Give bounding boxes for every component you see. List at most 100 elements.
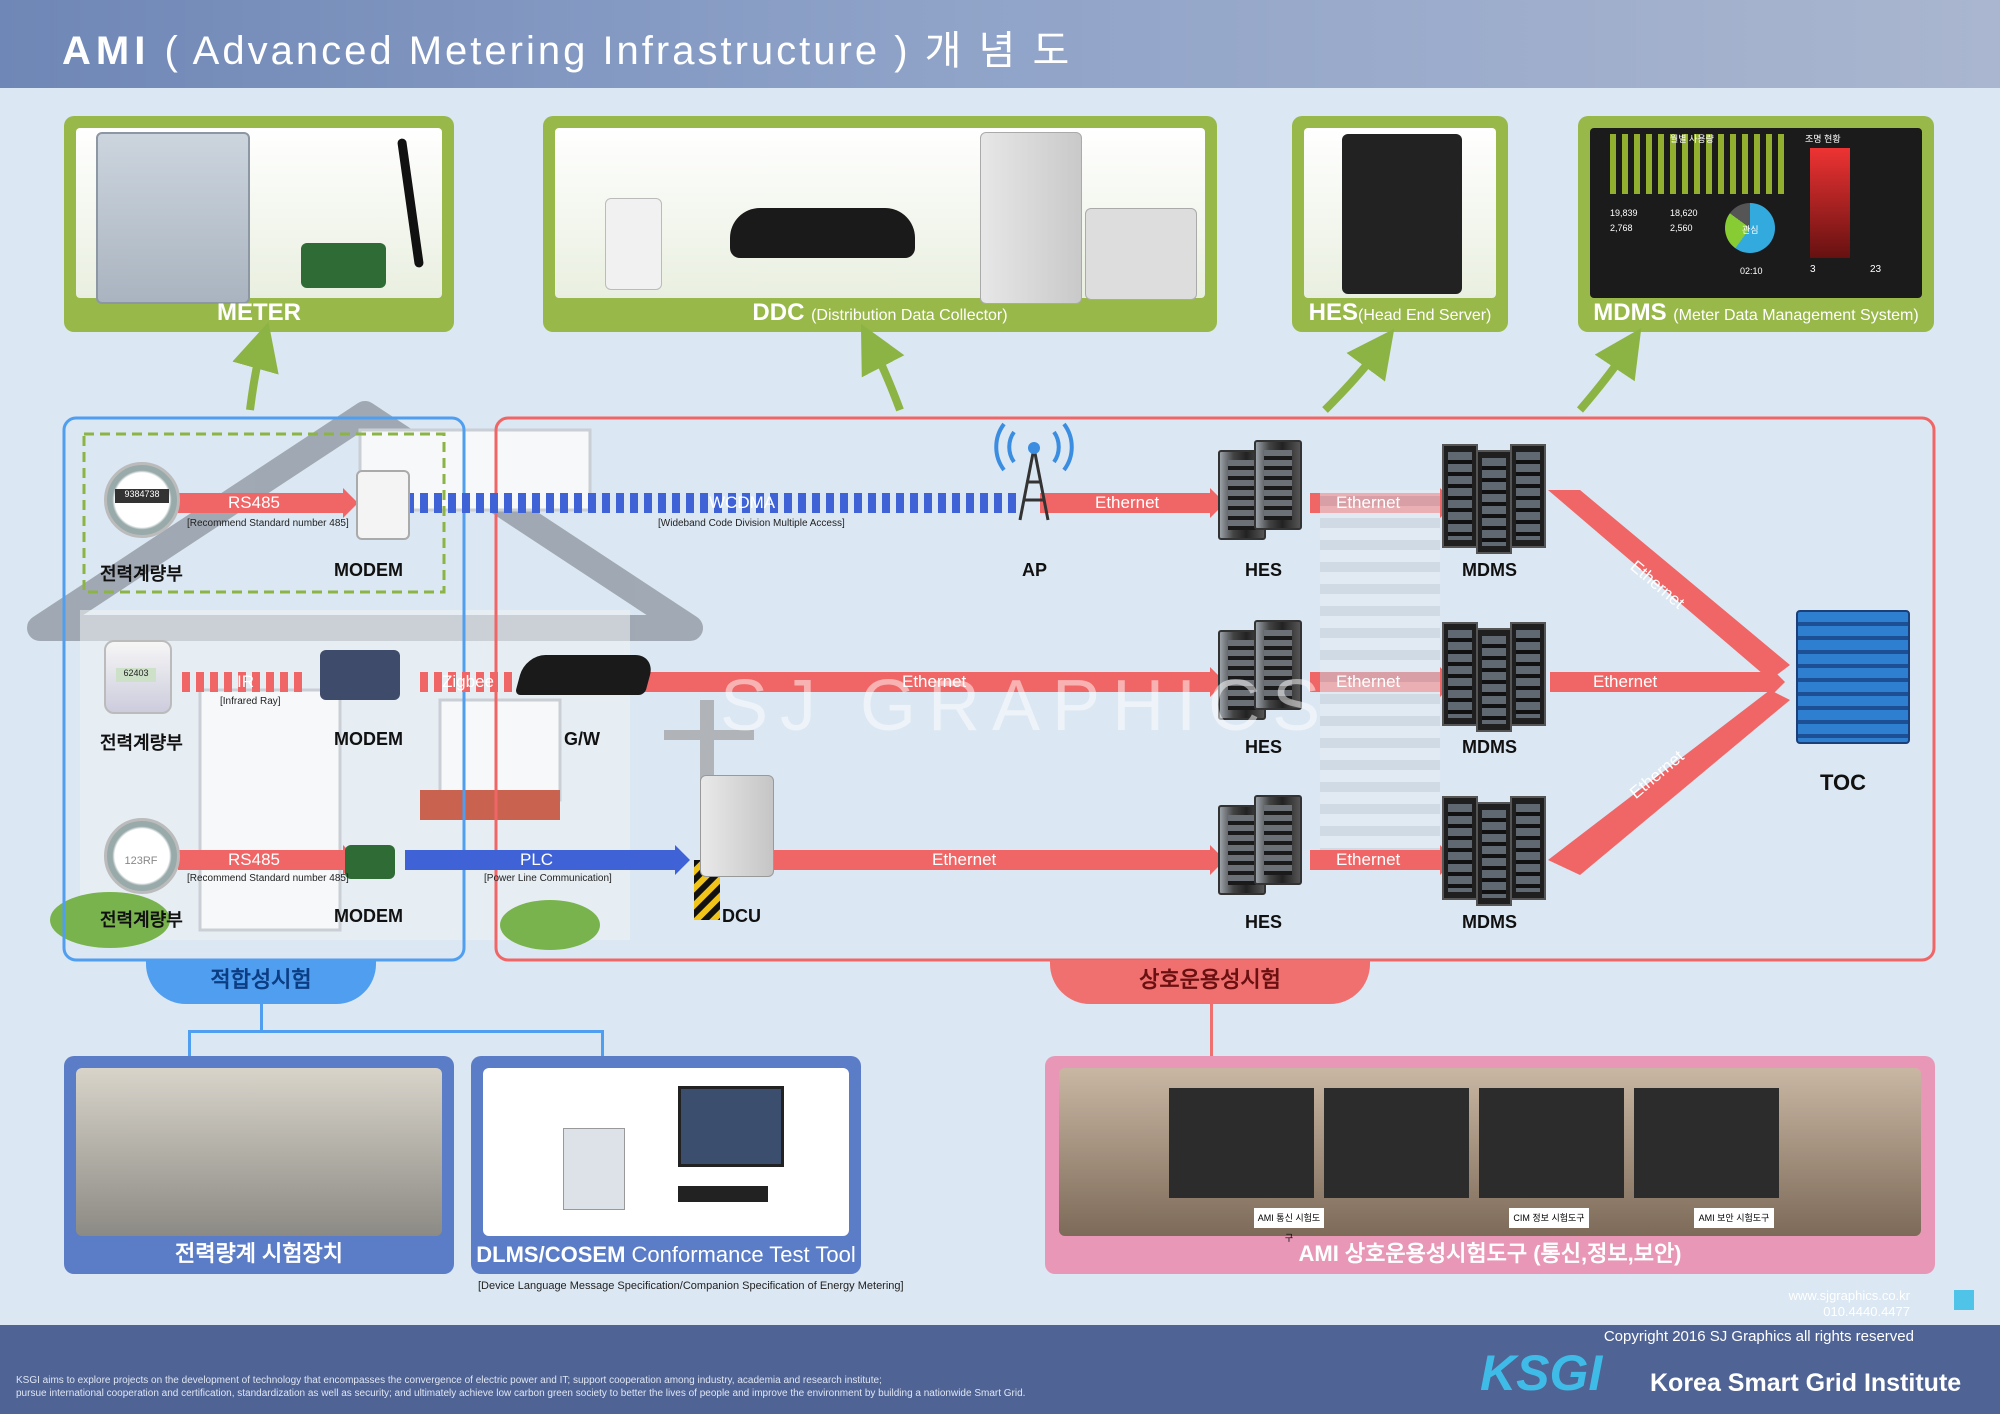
mdms-value-3: 18,620 (1670, 208, 1698, 218)
hes-mdms-link-3 (1310, 850, 1440, 870)
server-cabinet-image (1342, 134, 1462, 294)
mdms-temp-a: 3 (1810, 264, 1816, 275)
gw-ethernet-link (620, 672, 1210, 692)
dlms-label: DLMS/COSEM Conformance Test Tool (476, 1242, 856, 1267)
hes-label-2: HES (1245, 737, 1283, 757)
mission-line-1: KSGI aims to explore projects on the dev… (16, 1375, 882, 1386)
mdms-label-2: MDMS (1462, 737, 1517, 757)
center-building-graphic (1320, 490, 1440, 850)
mdms-box: 월별 사용량 조명 현황 19,839 2,768 18,620 2,560 관… (1578, 116, 1934, 332)
mdms-value-4: 2,560 (1670, 223, 1693, 233)
mdms-rack-1b (1476, 450, 1512, 554)
phone: 010.4440.4477 (1823, 1304, 1910, 1319)
meter-label-1: 전력계량부 (100, 564, 183, 584)
mdms-rack-1c (1510, 444, 1546, 548)
modem-label-3: MODEM (334, 906, 403, 926)
electric-meter-2: 62403 (104, 640, 172, 714)
mdms-rack-3a (1442, 796, 1478, 900)
modem-label-1: MODEM (334, 560, 403, 580)
meter-box: METER (64, 116, 454, 332)
router-image (730, 208, 915, 258)
ethernet-label-gw-hes: Ethernet (902, 672, 967, 691)
ap-ethernet-link (1040, 493, 1210, 513)
ethernet-label-ap-hes: Ethernet (1095, 493, 1160, 512)
mdms-toc-link-3 (1548, 690, 1790, 875)
conformance-test-tab: 적합성시험 (146, 960, 376, 1004)
mdms-time: 02:10 (1740, 266, 1763, 276)
zigbee-label: Zigbee (442, 672, 494, 691)
meter-test-equipment-label: 전력량계 시험장치 (174, 1241, 344, 1266)
ir-sub: [Infrared Ray] (220, 696, 281, 707)
meter-3-readout: 123RF (124, 855, 158, 867)
meter-label-2: 전력계량부 (100, 733, 183, 753)
mdms-value-1: 19,839 (1610, 208, 1638, 218)
mdms-label-1: MDMS (1462, 560, 1517, 580)
modem-2-image (320, 650, 400, 700)
mdms-up-arrow (1576, 328, 1642, 413)
mdms-building-graphic (1810, 148, 1850, 258)
conformance-connector (188, 1030, 604, 1057)
dcu-enclosure-image (980, 132, 1082, 304)
dlms-sub: [Device Language Message Specification/C… (478, 1280, 904, 1292)
rs485-sub-1: [Recommend Standard number 485] (187, 518, 349, 529)
meter-up-arrow (232, 321, 279, 411)
ami-interop-tools-box: AMI 통신 시험도구 CIM 정보 시험도구 AMI 보안 시험도구 AMI … (1045, 1056, 1935, 1274)
wcdma-label: WCDMA (709, 493, 776, 512)
ir-link (178, 672, 308, 692)
plc-link (405, 850, 675, 870)
watermark: SJ GRAPHICS (720, 666, 1333, 746)
hes-photo-panel (1304, 128, 1496, 298)
modem-1-image (356, 470, 410, 540)
page-title-strong: AMI (62, 29, 151, 73)
page-title: AMI ( Advanced Metering Infrastructure )… (62, 18, 1072, 76)
electric-meter-1: 9384738 (104, 462, 180, 538)
mdms-rack-2c (1510, 622, 1546, 726)
wcdma-sub: [Wideband Code Division Multiple Access] (658, 518, 845, 529)
hes-box: HES(Head End Server) (1292, 116, 1508, 332)
toc-building-image (1796, 610, 1910, 744)
mdms-screen-right-heading: 조명 현황 (1805, 134, 1841, 144)
mdms-rack-2a (1442, 622, 1478, 726)
dlms-box: DLMS/COSEM Conformance Test Tool (471, 1056, 861, 1274)
meter-photo-panel (76, 128, 442, 304)
hes-label-1: HES (1245, 560, 1283, 580)
ap-tower-icon (994, 422, 1074, 521)
modem-3-image (345, 845, 395, 879)
rs485-sub-3: [Recommend Standard number 485] (187, 873, 349, 884)
mdms-rack-3b (1476, 802, 1512, 906)
meter-box-label: METER (217, 299, 301, 326)
website: www.sjgraphics.co.kr (1788, 1288, 1910, 1303)
laptop-tag-1: AMI 통신 시험도구 (1254, 1208, 1324, 1243)
rs485-link-1 (178, 493, 343, 513)
ethernet-label-mdms-toc-2: Ethernet (1593, 672, 1658, 691)
modem-label-2: MODEM (334, 729, 403, 749)
hes-box-label: HES(Head End Server) (1308, 299, 1492, 326)
copyright: Copyright 2016 SJ Graphics all rights re… (1603, 1328, 1914, 1345)
ksgi-logo: KSGI (1480, 1345, 1603, 1401)
mdms-bar-graph (1610, 134, 1790, 194)
meter-label-3: 전력계량부 (100, 910, 183, 930)
ir-label: IR (237, 672, 254, 691)
outdoor-ap-image (605, 198, 662, 290)
mdms-rack-2b (1476, 628, 1512, 732)
dcu-label: DCU (722, 906, 761, 926)
ethernet-label-dcu-hes: Ethernet (932, 850, 997, 869)
laptop-tag-2: CIM 정보 시험도구 (1509, 1208, 1589, 1228)
laptop-tag-3: AMI 보안 시험도구 (1694, 1208, 1774, 1228)
plc-sub: [Power Line Communication] (484, 873, 612, 884)
ddc-up-arrow (860, 323, 905, 412)
hes-server-3b (1254, 795, 1302, 885)
dlms-keyboard-image (678, 1186, 768, 1202)
mdms-toc-link-2 (1550, 672, 1770, 692)
header-bar (0, 0, 2000, 88)
rs485-link-1-head (343, 488, 358, 518)
meter-device-image (96, 132, 250, 304)
gateway-router-image (514, 655, 656, 695)
gw-label: G/W (564, 729, 600, 749)
dcu-ethernet-link (770, 850, 1210, 870)
footer-bar (0, 1325, 2000, 1414)
hes-server-2b (1254, 620, 1302, 710)
zigbee-link (415, 672, 515, 692)
ddc-photo-panel (555, 128, 1205, 304)
mdms-rack-1a (1442, 444, 1478, 548)
